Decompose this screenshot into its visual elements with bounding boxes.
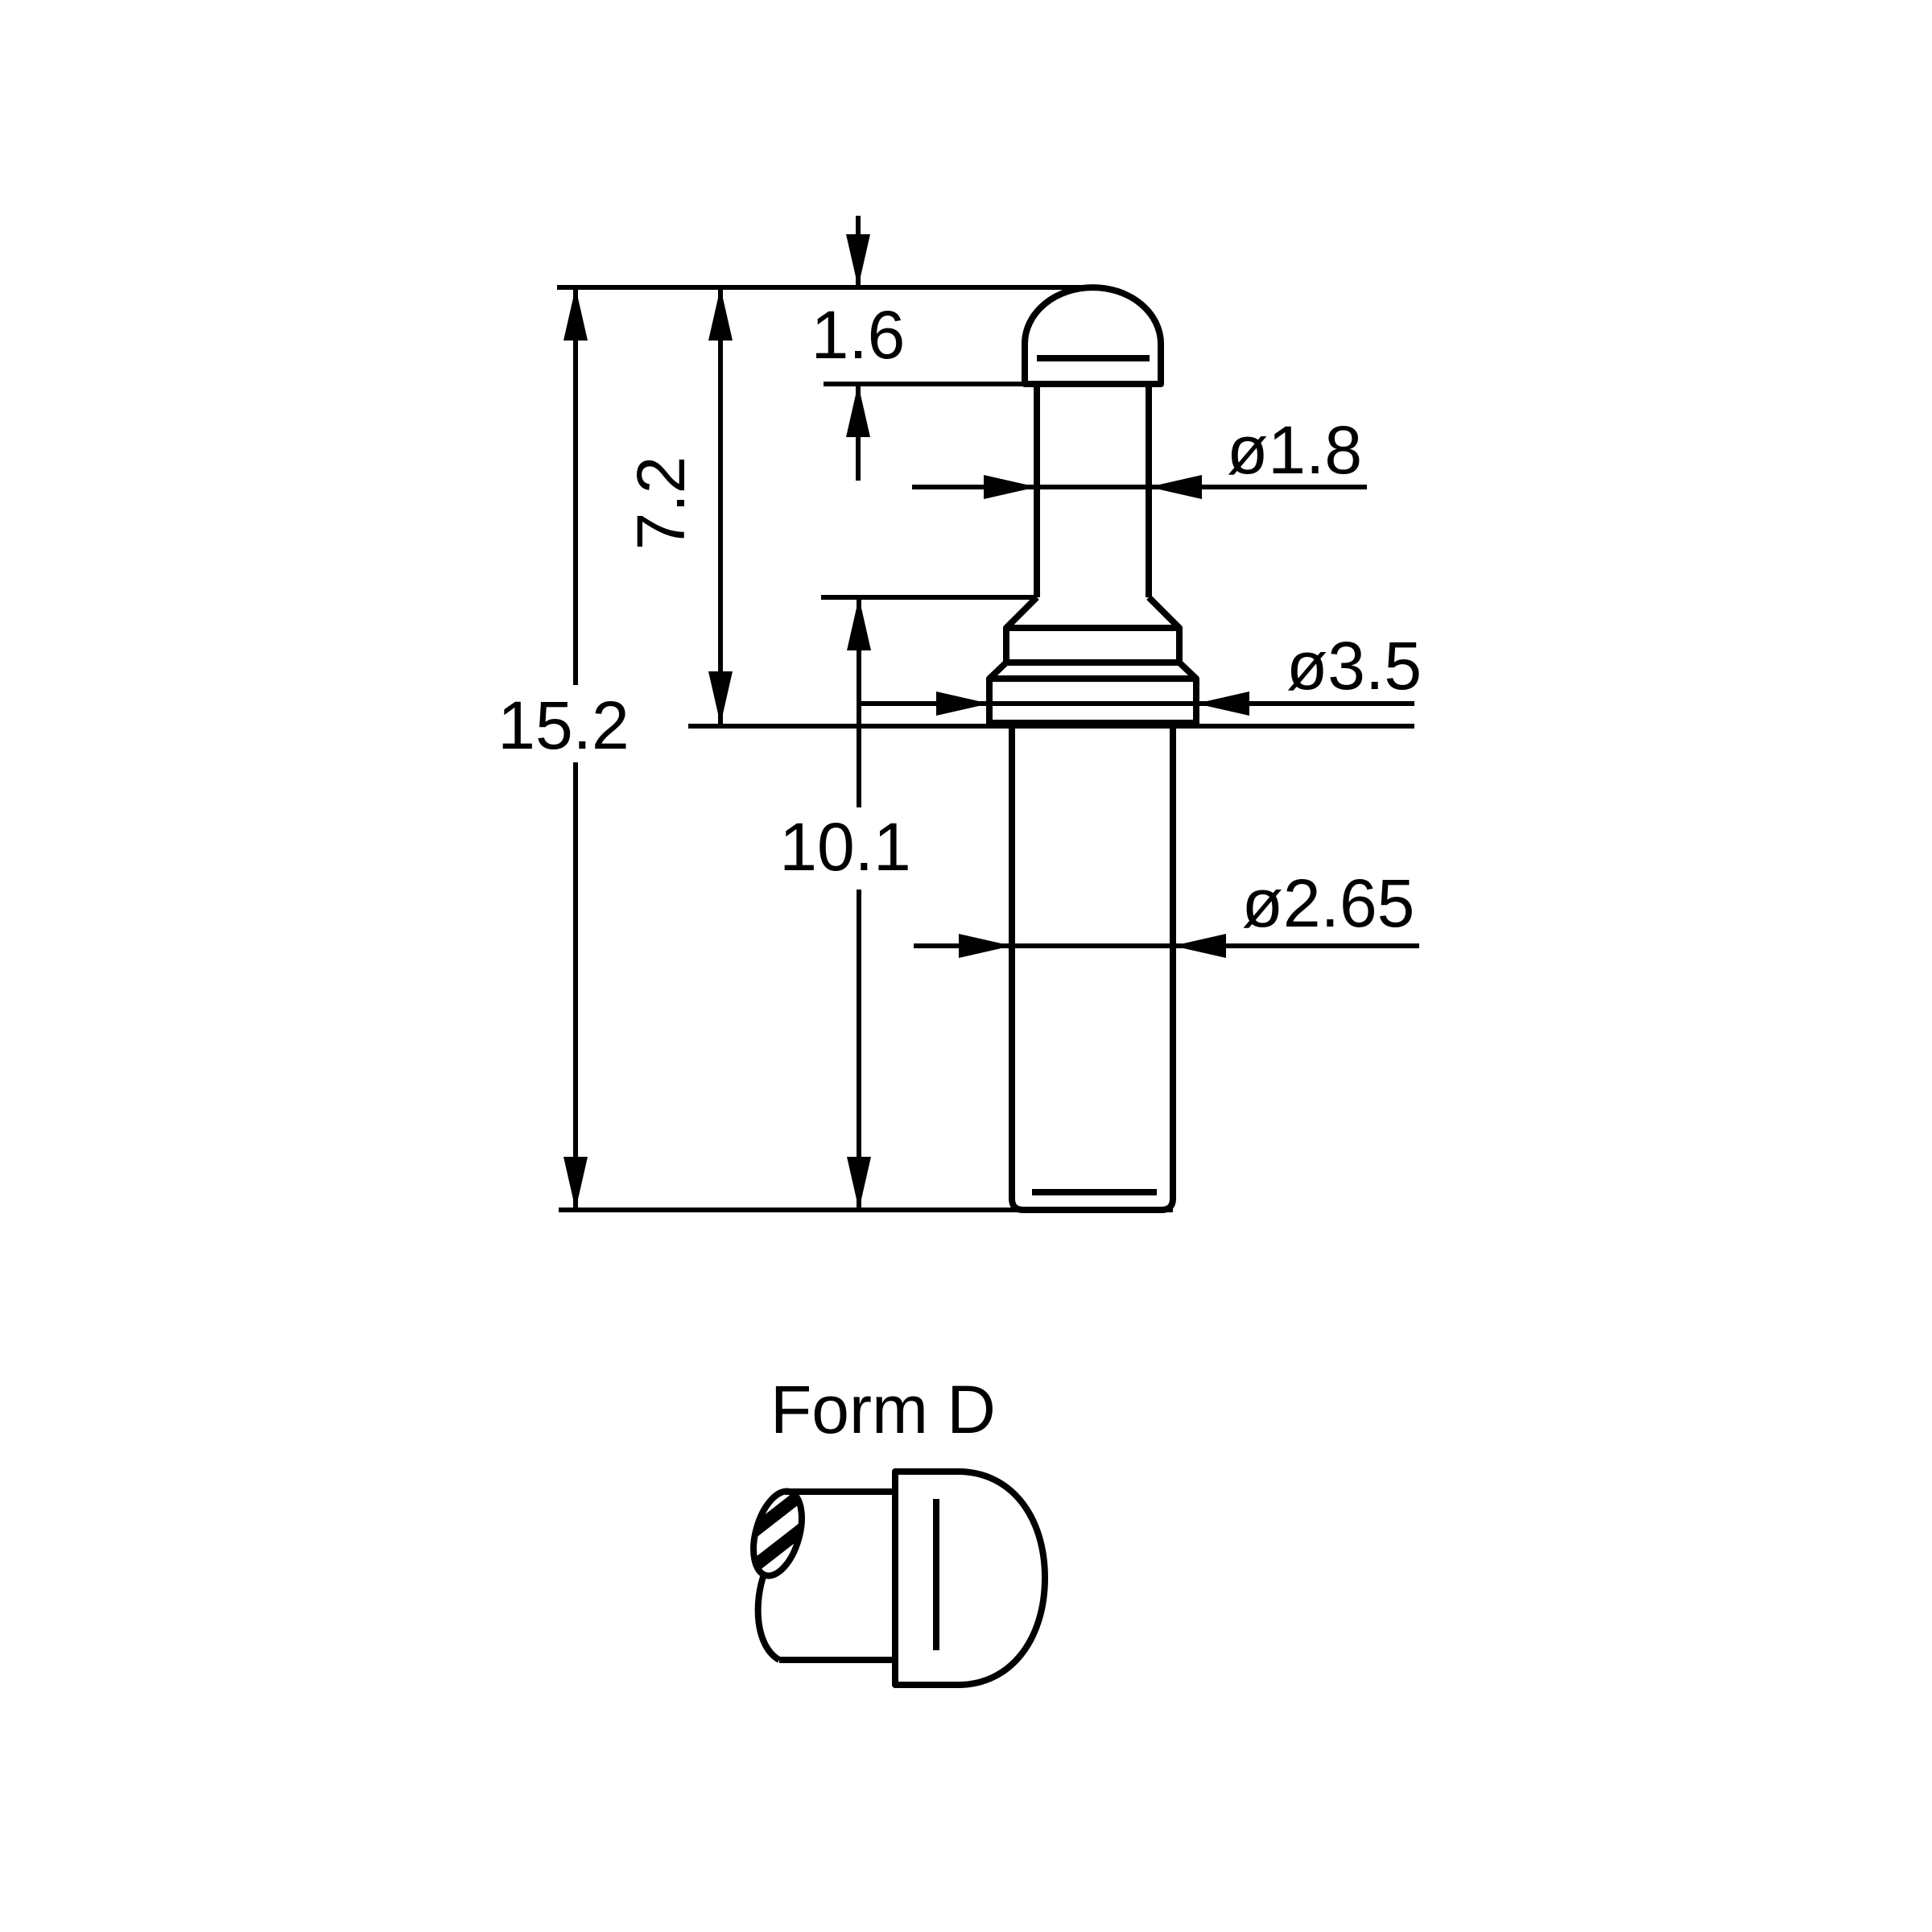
dim-label-overall-height: 15.2 <box>497 687 630 763</box>
arrow-right-icon <box>936 691 989 716</box>
arrow-up-icon <box>846 384 870 437</box>
form-d-view: Form D <box>745 1372 1048 1688</box>
front-view <box>986 284 1199 1213</box>
arrow-up-icon <box>847 597 871 650</box>
dimension-flange-diameter: ø3.5 <box>859 628 1422 716</box>
dim-label-upper-height: 7.2 <box>623 456 699 551</box>
arrow-right-icon <box>959 934 1012 958</box>
arrow-left-icon <box>1196 691 1249 716</box>
arrow-down-icon <box>564 1157 588 1210</box>
form-d-rim-section-outline <box>750 1488 805 1579</box>
dimension-stem-diameter: ø1.8 <box>912 412 1367 499</box>
dimension-lower-height: 10.1 <box>779 597 911 1210</box>
form-d-title: Form D <box>770 1372 996 1447</box>
arrow-down-icon <box>846 234 870 287</box>
dim-label-body-diameter: ø2.65 <box>1242 865 1415 941</box>
dimension-body-diameter: ø2.65 <box>914 865 1419 958</box>
arrow-left-icon <box>1173 934 1226 958</box>
arrow-down-icon <box>847 1157 871 1210</box>
dimension-upper-height: 7.2 <box>623 287 733 724</box>
body-outline <box>1009 726 1176 1213</box>
arrow-up-icon <box>708 287 733 341</box>
dimension-overall-height: 15.2 <box>497 287 630 1210</box>
arrow-right-icon <box>984 475 1037 499</box>
form-d-head-outline <box>892 1468 1048 1688</box>
arrow-up-icon <box>564 287 588 341</box>
head-dome-outline <box>1022 284 1164 387</box>
dim-label-stem-diameter: ø1.8 <box>1227 412 1362 488</box>
form-d-rim-outer-curve <box>754 1571 782 1663</box>
dim-label-tip-height: 1.6 <box>811 297 906 373</box>
dim-label-flange-diameter: ø3.5 <box>1286 628 1422 704</box>
arrow-down-icon <box>708 671 733 724</box>
arrow-left-icon <box>1149 475 1202 499</box>
dimension-tip-height: 1.6 <box>811 216 906 481</box>
dim-label-lower-height: 10.1 <box>779 809 911 885</box>
